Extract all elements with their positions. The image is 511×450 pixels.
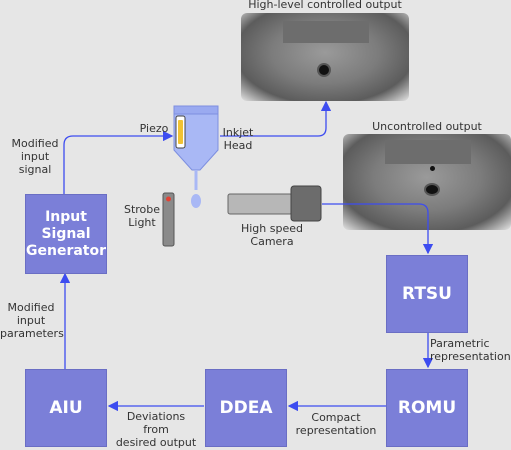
- high-speed-camera-label: High speed Camera: [240, 222, 303, 248]
- input-signal-generator-block: Input Signal Generator: [25, 194, 107, 274]
- arrow-generator-to-head: [63, 130, 174, 194]
- parametric-representation-label: Parametric representation: [430, 337, 511, 363]
- piezo-icon: [175, 115, 186, 149]
- rtsu-block: RTSU: [386, 255, 468, 333]
- romu-block: ROMU: [386, 369, 468, 447]
- strobe-light-icon: [162, 192, 175, 247]
- inkjet-head-label: Inkjet Head: [222, 126, 254, 152]
- droplet: [319, 65, 329, 75]
- compact-representation-label: Compact representation: [295, 411, 377, 437]
- nozzle-plate: [283, 21, 369, 43]
- piezo-label: Piezo: [139, 122, 169, 135]
- arrow-head-to-high-level-output: [220, 100, 332, 137]
- uncontrolled-output-title: Uncontrolled output: [372, 120, 482, 133]
- high-level-output-title: High-level controlled output: [248, 0, 402, 11]
- modified-input-signal-label: Modified input signal: [11, 137, 59, 176]
- modified-input-parameters-label: Modified input parameters: [0, 301, 64, 340]
- strobe-light-label: Strobe Light: [123, 203, 161, 229]
- arrow-camera-to-rtsu: [322, 203, 434, 255]
- high-level-output-photo: [241, 13, 409, 101]
- satellite-droplet: [430, 166, 435, 171]
- ddea-block: DDEA: [205, 369, 287, 447]
- nozzle-plate: [385, 140, 471, 164]
- droplet: [426, 185, 438, 194]
- camera-icon: [227, 185, 322, 222]
- deviations-label: Deviations from desired output: [115, 410, 197, 449]
- aiu-block: AIU: [25, 369, 107, 447]
- uncontrolled-output-photo: [343, 134, 511, 230]
